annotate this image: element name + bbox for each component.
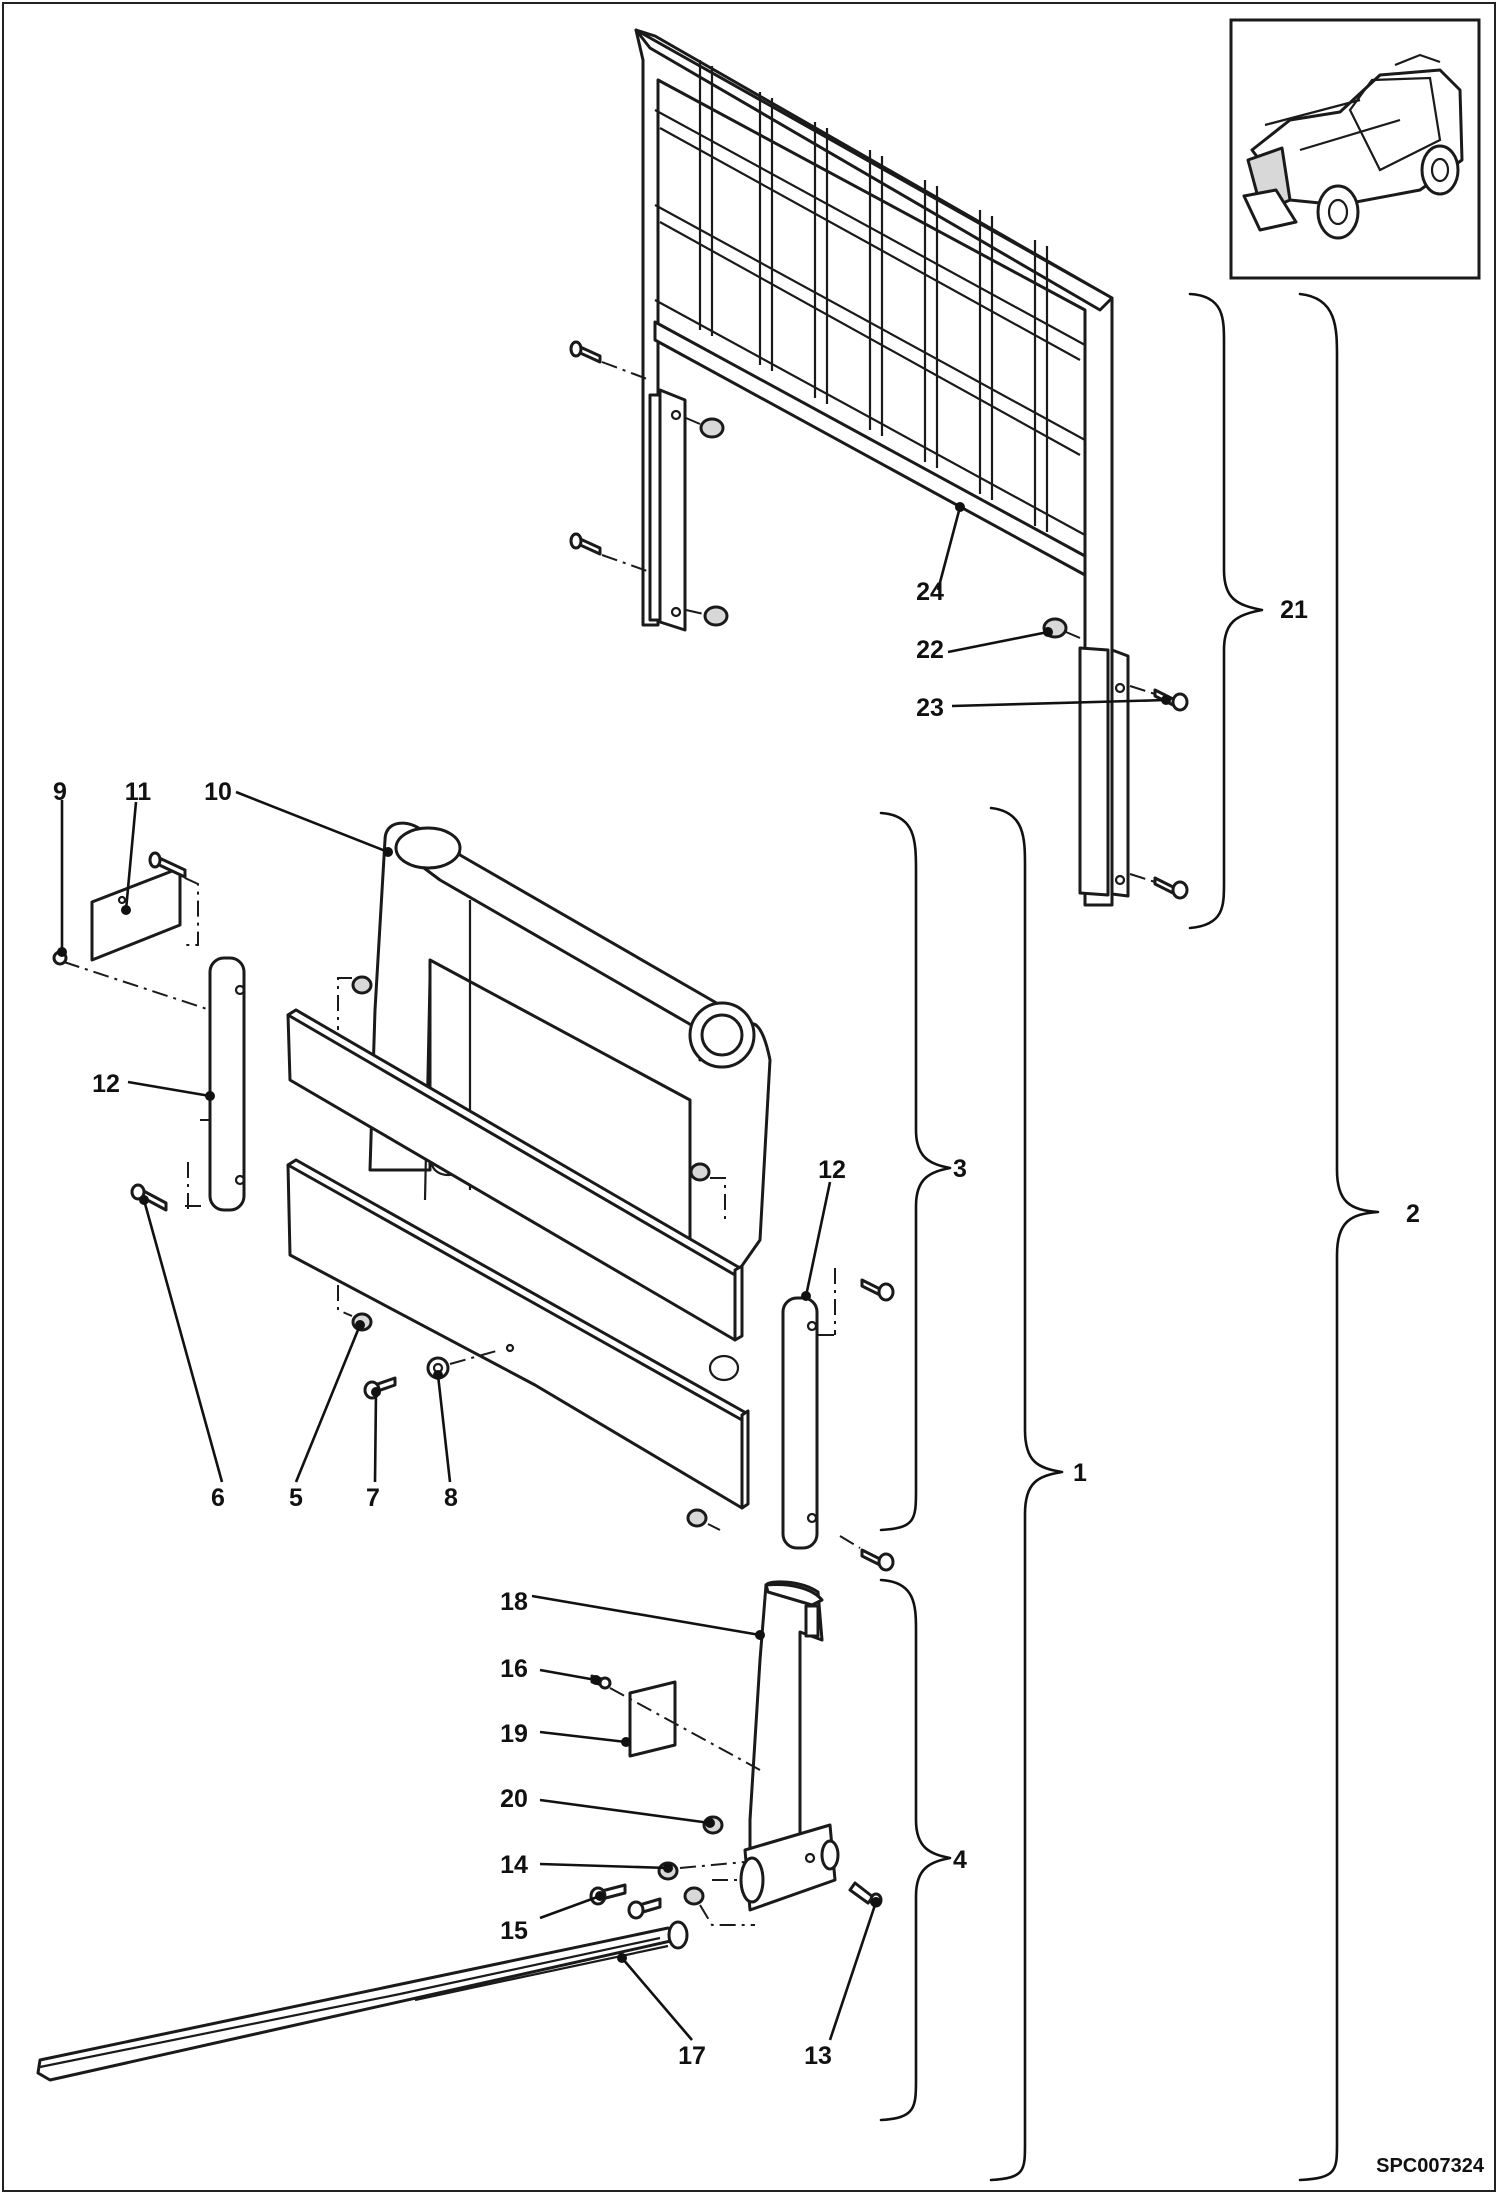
- callout-24: 24: [916, 578, 944, 606]
- callout-18: 18: [500, 1588, 528, 1616]
- fork-tine-17: [36, 1920, 689, 2082]
- callout-2: 2: [1406, 1200, 1420, 1228]
- callout-14: 14: [500, 1851, 528, 1879]
- plate-19: [628, 1680, 677, 1758]
- callout-21: 21: [1280, 596, 1308, 624]
- callout-12-left: 12: [92, 1070, 120, 1098]
- callout-7: 7: [366, 1484, 380, 1512]
- side-plate-12-left: [208, 956, 246, 1212]
- carriage-upper-bar: [286, 1008, 744, 1342]
- callout-16: 16: [500, 1655, 528, 1683]
- callout-3: 3: [953, 1155, 967, 1183]
- callout-labels: 1 2 3 4 5 6 7 8 9 10 11 12 12 13 14 15 1…: [53, 578, 1420, 2070]
- carriage-lower-bar: [286, 1158, 750, 1510]
- side-plate-12-right: [781, 1296, 819, 1550]
- callout-10: 10: [204, 778, 232, 806]
- callout-11: 11: [125, 778, 152, 806]
- callout-5: 5: [289, 1484, 303, 1512]
- callout-9: 9: [53, 778, 67, 806]
- callout-1: 1: [1073, 1459, 1087, 1487]
- callout-12-right: 12: [818, 1156, 846, 1184]
- callout-22: 22: [916, 636, 944, 664]
- drawing-code: SPC007324: [1376, 2155, 1485, 2177]
- callout-6: 6: [211, 1484, 225, 1512]
- cover-plate-11: [90, 866, 182, 962]
- callout-19: 19: [500, 1720, 528, 1748]
- leader-lines: [57, 502, 1171, 2041]
- fork-arm-18: [739, 1580, 840, 1912]
- callout-20: 20: [500, 1785, 528, 1813]
- callout-4: 4: [953, 1846, 967, 1874]
- backrest-frame-24: [634, 28, 1130, 907]
- telehandler-machine-icon: [1229, 18, 1481, 280]
- callout-15: 15: [500, 1917, 528, 1945]
- callout-23: 23: [916, 694, 944, 722]
- callout-13: 13: [804, 2042, 832, 2070]
- braces: [879, 292, 1380, 2182]
- callout-8: 8: [444, 1484, 458, 1512]
- callout-17: 17: [678, 2042, 706, 2070]
